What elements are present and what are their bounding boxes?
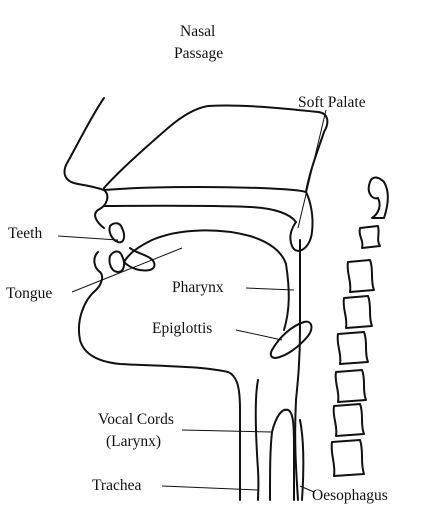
label-oesophagus: Oesophagus <box>312 487 388 504</box>
teeth-leader <box>57 235 119 241</box>
tongue-leader <box>71 247 183 293</box>
label-teeth: Teeth <box>8 225 42 242</box>
vertebra <box>346 259 375 293</box>
vertebra <box>342 295 373 329</box>
pharynx-back-wall <box>294 239 302 501</box>
lower-tooth <box>108 250 126 273</box>
tongue-base <box>283 263 290 331</box>
vertebra <box>334 369 367 403</box>
tongue-shape <box>123 229 287 265</box>
trachea-back <box>269 431 273 501</box>
label-tongue: Tongue <box>6 285 52 302</box>
spine-vertebrae <box>330 176 389 477</box>
hard-palate-top <box>103 185 307 193</box>
label-trachea: Trachea <box>92 477 141 494</box>
trachea-front <box>254 379 260 501</box>
vocal-cords-leader <box>181 429 273 433</box>
pharynx-leader <box>245 287 295 291</box>
trachea-leader <box>161 485 259 491</box>
label-pharynx: Pharynx <box>172 279 224 296</box>
label-nasal-line1: Nasal <box>180 23 215 40</box>
upper-tooth <box>108 222 126 244</box>
lower-lip <box>93 251 104 291</box>
vocal-cord-fold <box>271 408 296 501</box>
hard-palate-bottom <box>103 204 297 223</box>
label-nasal-line2: Passage <box>174 45 223 62</box>
oesophagus-wall <box>299 419 305 501</box>
soft-palate-leader <box>297 109 327 229</box>
label-vocal-line1: Vocal Cords <box>98 411 174 428</box>
nasal-cavity-outline <box>63 97 329 193</box>
soft-palate-shape <box>289 191 314 252</box>
vertebra <box>367 176 389 219</box>
label-vocal-line2: (Larynx) <box>106 433 161 450</box>
label-soft-palate: Soft Palate <box>298 94 366 111</box>
tongue-tip <box>123 247 156 272</box>
epiglottis-shape <box>269 320 313 359</box>
chin-outline <box>78 289 241 501</box>
vertebra <box>358 225 381 249</box>
upper-lip <box>94 189 109 229</box>
vertebra <box>332 403 365 437</box>
oesophagus-leader <box>299 485 315 493</box>
leader-lines <box>57 109 327 493</box>
vertebra <box>330 439 365 477</box>
epiglottis-leader <box>235 329 283 341</box>
vertebra <box>336 331 369 365</box>
label-epiglottis: Epiglottis <box>152 320 212 337</box>
